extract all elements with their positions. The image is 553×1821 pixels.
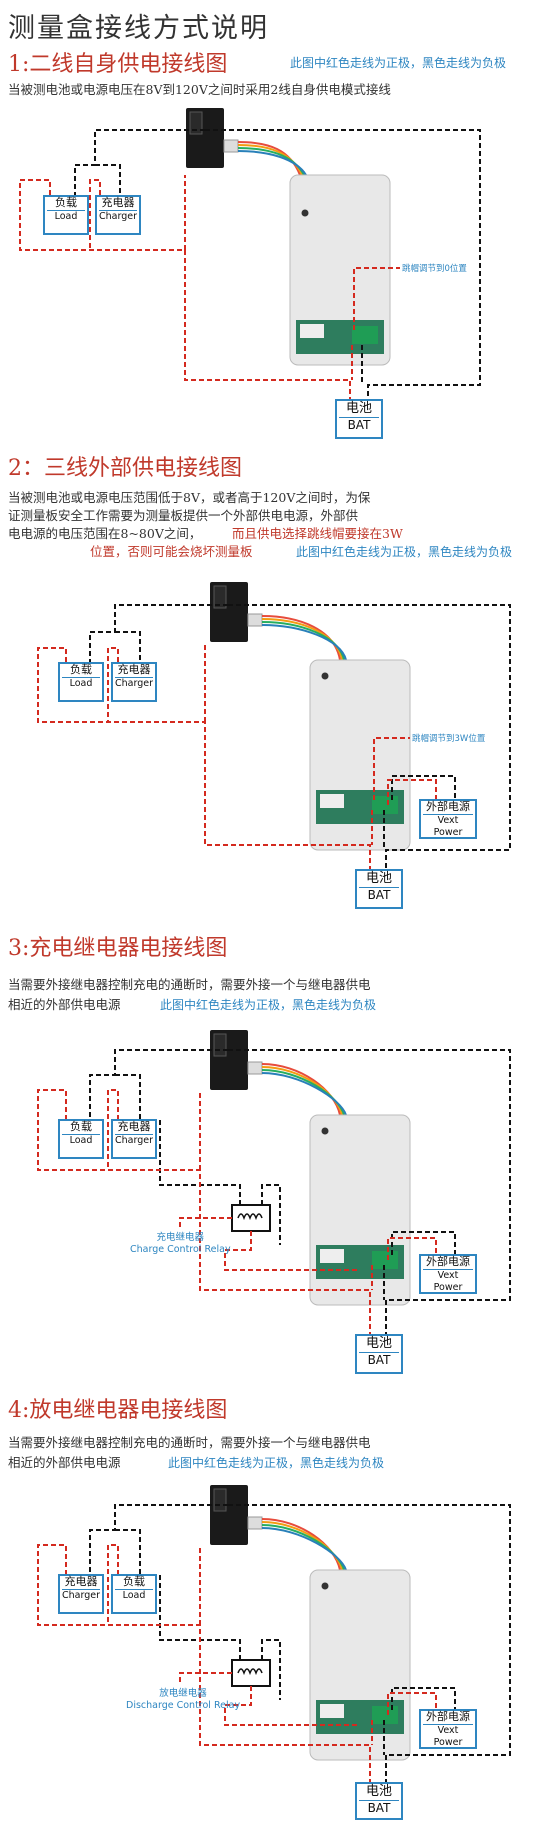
relay-label-cn: 放电继电器 [159,1688,207,1699]
charger-label-cn: 充电器 [64,1575,98,1588]
measurement-module [289,174,391,366]
battery-label-cn: 电池 [345,401,372,416]
measurement-module [309,659,411,851]
section-1-load: 负载 Load [44,196,88,234]
section-4-heading: 4:放电继电器电接线图 [8,1398,228,1423]
section-1-charger-box [95,195,141,235]
section-3-desc-2: 相近的外部供电电源 [8,997,121,1012]
section-1-battery-box [335,399,383,439]
section-2-heading: 2：三线外部供电接线图 [8,456,242,481]
current-sensor [186,108,239,168]
section-4-desc-2: 相近的外部供电电源 [8,1455,121,1470]
section-1-load-box [43,195,89,235]
load-label-cn: 负载 [123,1575,145,1588]
battery-label-cn: 电池 [365,1336,392,1351]
relay-label-en: Discharge Control Relay [126,1700,241,1711]
section-4-desc-1: 当需要外接继电器控制充电的通断时，需要外接一个与继电器供电 [8,1435,371,1450]
section-1-battery: 电池 BAT [336,400,382,438]
section-2-charger: 充电器 Charger [112,663,156,701]
section-2-jumper-note: 跳帽调节到3W位置 [412,734,486,744]
battery-label-cn: 电池 [365,1784,392,1799]
ext-power-label-en: Vext Power [423,1269,473,1294]
ext-power-label-en: Vext Power [423,1724,473,1749]
section-4-charger: 充电器 Charger [59,1575,103,1613]
section-2-diagram [37,582,511,909]
load-label-en: Load [62,677,100,690]
section-2-ext-power: 外部电源 Vext Power [420,800,476,838]
charger-label-en: Charger [99,210,137,222]
section-2-desc-red-1: 而且供电选择跳线帽要接在3W [232,526,403,541]
ext-power-label-cn: 外部电源 [426,1710,470,1723]
relay-symbol [231,1659,271,1687]
battery-label-cn: 电池 [365,871,392,886]
ext-power-label-en: Vext Power [423,814,473,839]
charger-label-en: Charger [62,1589,100,1601]
load-label-en: Load [62,1134,100,1147]
load-label-en: Load [47,210,85,223]
section-2-note: 此图中红色走线为正极，黑色走线为负极 [296,545,513,559]
section-3-note: 此图中红色走线为正极，黑色走线为负极 [160,998,377,1012]
measurement-module [309,1114,411,1306]
section-4-load: 负载 Load [112,1575,156,1613]
battery-label-en: BAT [339,417,379,433]
section-3-charger: 充电器 Charger [112,1120,156,1158]
ext-power-label-cn: 外部电源 [426,1255,470,1268]
section-3-battery: 电池 BAT [356,1335,402,1373]
charger-label-en: Charger [115,677,153,689]
section-3-ext-power: 外部电源 Vext Power [420,1255,476,1293]
section-4-battery: 电池 BAT [356,1783,402,1819]
section-3-desc-1: 当需要外接继电器控制充电的通断时，需要外接一个与继电器供电 [8,977,371,992]
load-label-cn: 负载 [55,196,77,209]
section-2-load: 负载 Load [59,663,103,701]
section-2-desc-3: 电电源的电压范围在8~80V之间， [8,526,202,541]
charger-label-cn: 充电器 [117,1120,151,1133]
relay-label-en: Charge Control Relay [130,1244,231,1255]
section-2-battery: 电池 BAT [356,870,402,908]
section-1-charger: 充电器 Charger [96,196,140,234]
section-1-diagram [19,108,481,439]
load-label-en: Load [115,1589,153,1602]
section-2-desc-1: 当被测电池或电源电压范围低于8V，或者高于120V之间时，为保 [8,490,371,505]
section-3-relay-label: 充电继电器 Charge Control Relay [130,1232,231,1256]
current-sensor [210,1030,263,1090]
section-1-note: 此图中红色走线为正极，黑色走线为负极 [290,56,507,70]
current-sensor [210,1485,263,1545]
battery-label-en: BAT [359,1352,399,1368]
current-sensor [210,582,263,642]
charger-label-en: Charger [115,1134,153,1146]
section-2-desc-2: 证测量板安全工作需要为测量板提供一个外部供电电源，外部供 [8,508,359,523]
section-3-diagram [37,1030,511,1374]
charger-label-cn: 充电器 [117,663,151,676]
load-label-cn: 负载 [70,663,92,676]
section-2-desc-red-2: 位置，否则可能会烧坏测量板 [90,544,253,559]
section-1-jumper-note: 跳帽调节到0位置 [402,264,467,274]
relay-label-cn: 充电继电器 [156,1232,205,1243]
battery-label-en: BAT [359,887,399,903]
ext-power-label-cn: 外部电源 [426,800,470,813]
section-4-note: 此图中红色走线为正极，黑色走线为负极 [168,1456,385,1470]
measurement-module [309,1569,411,1761]
section-4-relay-label: 放电继电器 Discharge Control Relay [126,1688,240,1712]
section-3-load: 负载 Load [59,1120,103,1158]
section-4-ext-power: 外部电源 Vext Power [420,1710,476,1748]
section-3-heading: 3:充电继电器电接线图 [8,936,228,961]
section-1-desc: 当被测电池或电源电压在8V到120V之间时采用2线自身供电模式接线 [8,82,391,97]
battery-label-en: BAT [359,1800,399,1816]
page-title: 测量盒接线方式说明 [8,13,269,44]
load-label-cn: 负载 [70,1120,92,1133]
charger-label-cn: 充电器 [101,196,135,209]
section-1-heading: 1:二线自身供电接线图 [8,52,228,77]
